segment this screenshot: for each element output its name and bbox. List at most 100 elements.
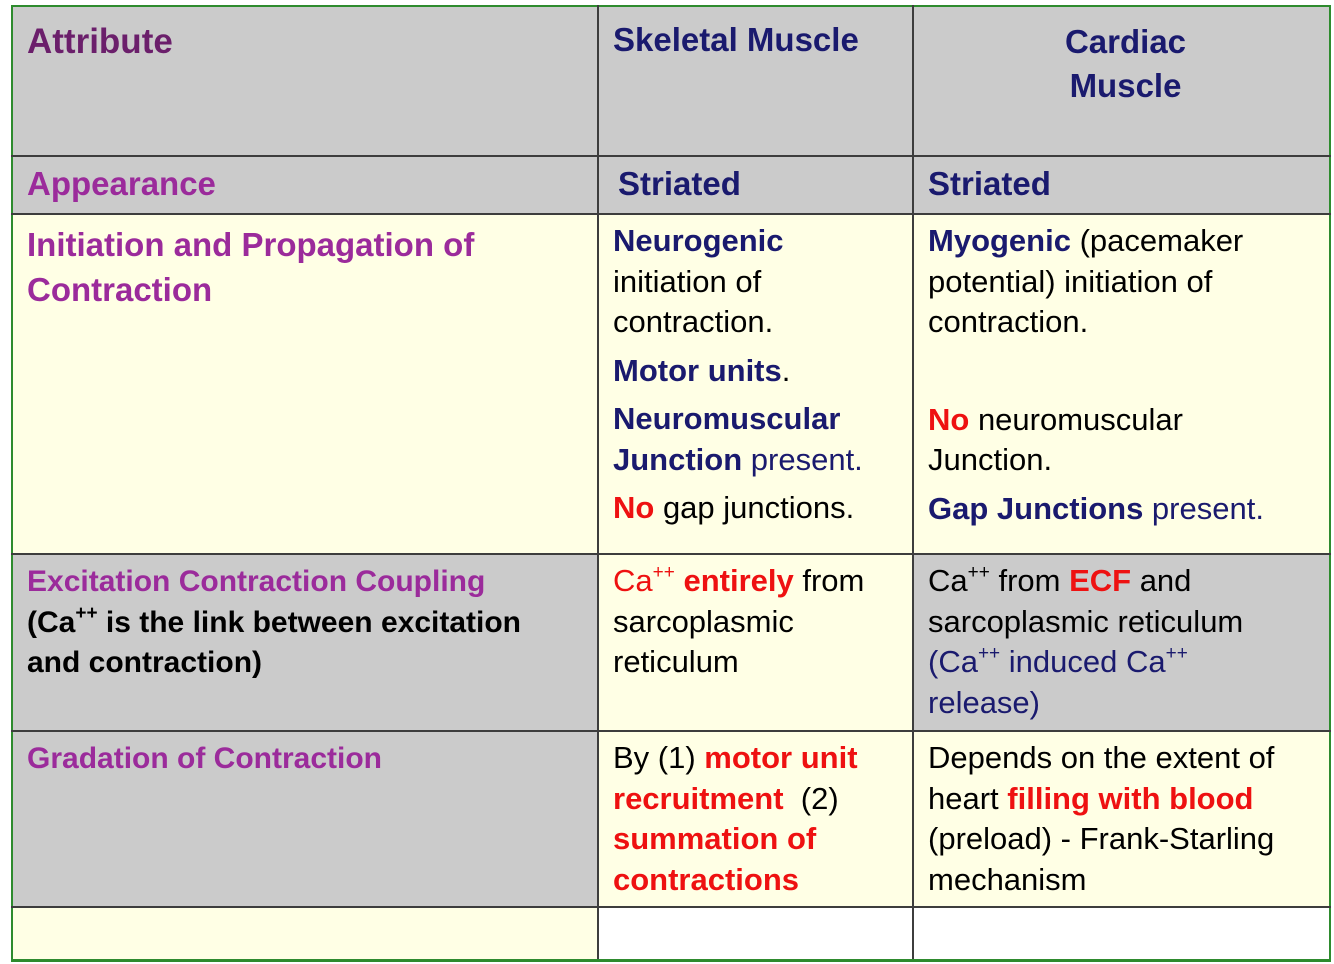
excitation-label-2b: is the link between excitation xyxy=(97,605,521,639)
cicr-a: (Ca xyxy=(928,644,978,679)
appearance-label: Appearance xyxy=(27,165,216,202)
header-attribute: Attribute xyxy=(27,22,173,61)
initiation-row: Initiation and Propagation of Contractio… xyxy=(11,213,1331,555)
header-attribute-cell: Attribute xyxy=(11,5,599,157)
header-row: Attribute Skeletal Muscle Cardiac Muscle xyxy=(11,5,1331,157)
excitation-label-line1: Excitation Contraction Coupling xyxy=(27,565,486,598)
nmj-term-line1: Neuromuscular xyxy=(613,401,841,436)
nmj-present: present. xyxy=(742,441,863,477)
header-cardiac-line1: Cardiac xyxy=(1064,23,1187,60)
gradation-summation: summation of xyxy=(613,821,817,856)
skeletal-no: No xyxy=(613,490,655,525)
empty-row xyxy=(11,906,1331,962)
gradation-label: Gradation of Contraction xyxy=(27,742,382,775)
skeletal-ca-line3: reticulum xyxy=(613,644,739,679)
motor-units-period: . xyxy=(781,352,791,388)
gradation-heart: heart xyxy=(928,780,1008,816)
empty-cell-cardiac xyxy=(912,906,1331,962)
neurogenic-term: Neurogenic xyxy=(613,223,784,258)
cardiac-and: and xyxy=(1131,563,1192,598)
cardiac-ca: Ca xyxy=(928,563,968,598)
appearance-label-cell: Appearance xyxy=(11,155,599,215)
skeletal-ca-line2: sarcoplasmic xyxy=(613,603,794,639)
cardiac-init-line2: potential) initiation of xyxy=(928,263,1213,299)
appearance-skeletal: Striated xyxy=(618,165,741,202)
initiation-label-line2: Contraction xyxy=(27,271,213,308)
initiation-label-cell: Initiation and Propagation of Contractio… xyxy=(11,213,599,555)
gradation-cardiac-line4: mechanism xyxy=(928,861,1087,897)
cardiac-nmj-line1: No neuromuscular xyxy=(928,400,1323,441)
cardiac-ca-line2: sarcoplasmic reticulum xyxy=(928,603,1244,639)
gradation-row: Gradation of Contraction By (1) motor un… xyxy=(11,730,1331,908)
appearance-row: Appearance Striated Striated xyxy=(11,155,1331,215)
skeletal-init-line1: initiation of xyxy=(613,263,762,299)
motor-units-term: Motor units xyxy=(613,352,782,388)
gradation-two: (2) xyxy=(783,780,839,816)
initiation-label-line1: Initiation and Propagation of xyxy=(27,226,475,263)
header-skeletal-cell: Skeletal Muscle xyxy=(597,5,914,157)
gradation-recruitment: recruitment xyxy=(613,780,784,816)
cicr-sup2: ++ xyxy=(1165,643,1188,664)
gradation-skeletal-cell: By (1) motor unit recruitment (2) summat… xyxy=(597,730,914,908)
skeletal-gap-text: gap junctions. xyxy=(654,490,855,525)
gradation-cardiac-line3: (preload) - Frank-Starling xyxy=(928,821,1275,856)
cardiac-gap-line: Gap Junctions present. xyxy=(928,489,1323,530)
gradation-filling: filling with blood xyxy=(1007,780,1254,816)
cardiac-gap-present: present. xyxy=(1143,490,1264,526)
nmj-line1: Neuromuscular xyxy=(613,399,906,440)
gradation-label-cell: Gradation of Contraction xyxy=(11,730,599,908)
excitation-label-line2: (Ca++ is the link between excitation xyxy=(27,603,591,644)
header-cardiac-cell: Cardiac Muscle xyxy=(912,5,1331,157)
appearance-cardiac: Striated xyxy=(928,165,1051,202)
appearance-skeletal-cell: Striated xyxy=(597,155,914,215)
cardiac-ca-line: Ca++ from ECF and xyxy=(928,561,1323,602)
excitation-label-line3: and contraction) xyxy=(27,646,263,679)
nmj-line2: Junction present. xyxy=(613,440,906,481)
excitation-row: Excitation Contraction Coupling (Ca++ is… xyxy=(11,553,1331,732)
cardiac-init-line3: contraction. xyxy=(928,304,1089,339)
skeletal-ca-line: Ca++ entirely from xyxy=(613,561,906,602)
cardiac-gap-term: Gap Junctions xyxy=(928,490,1144,526)
skeletal-ca: Ca xyxy=(613,563,653,598)
gradation-cardiac-line1: Depends on the extent of xyxy=(928,740,1275,775)
gradation-contractions: contractions xyxy=(613,861,800,897)
excitation-cardiac-cell: Ca++ from ECF and sarcoplasmic reticulum… xyxy=(912,553,1331,732)
gradation-by: By (1) xyxy=(613,740,705,775)
myogenic-term: Myogenic xyxy=(928,223,1071,258)
empty-cell-attribute xyxy=(11,906,599,962)
skeletal-entirely: entirely xyxy=(674,563,794,598)
header-cardiac-line2: Muscle xyxy=(1069,67,1182,104)
comparison-table: Attribute Skeletal Muscle Cardiac Muscle… xyxy=(11,5,1331,962)
cardiac-nmj-text: neuromuscular xyxy=(969,401,1183,437)
pacemaker-text: (pacemaker xyxy=(1070,223,1244,258)
initiation-cardiac-cell: Myogenic (pacemaker potential) initiatio… xyxy=(912,213,1331,555)
cicr-line: (Ca++ induced Ca++ xyxy=(928,642,1323,683)
cardiac-ecf: ECF xyxy=(1069,563,1132,598)
empty-cell-skeletal xyxy=(597,906,914,962)
header-skeletal: Skeletal Muscle xyxy=(613,21,859,58)
cardiac-ca-sup: ++ xyxy=(967,562,990,583)
excitation-label-2a: (Ca xyxy=(27,605,76,639)
motor-units-line: Motor units. xyxy=(613,351,906,392)
skeletal-ca-sup: ++ xyxy=(652,562,675,583)
excitation-label-sup: ++ xyxy=(75,602,98,624)
cardiac-no: No xyxy=(928,401,970,437)
cicr-b: induced Ca xyxy=(1000,644,1166,679)
excitation-label-cell: Excitation Contraction Coupling (Ca++ is… xyxy=(11,553,599,732)
cicr-sup1: ++ xyxy=(977,643,1001,664)
gradation-skeletal-line1: By (1) motor unit xyxy=(613,738,906,779)
gradation-cardiac-cell: Depends on the extent of heart filling w… xyxy=(912,730,1331,908)
cicr-release: release) xyxy=(928,684,1040,720)
myogenic-line: Myogenic (pacemaker xyxy=(928,221,1323,262)
appearance-cardiac-cell: Striated xyxy=(912,155,1331,215)
excitation-skeletal-cell: Ca++ entirely from sarcoplasmic reticulu… xyxy=(597,553,914,732)
gradation-motor-unit: motor unit xyxy=(704,740,858,775)
neurogenic-line: Neurogenic xyxy=(613,221,906,262)
skeletal-from: from xyxy=(793,563,865,598)
initiation-skeletal-cell: Neurogenic initiation of contraction. Mo… xyxy=(597,213,914,555)
nmj-term-line2: Junction xyxy=(613,441,743,477)
gradation-skeletal-line2: recruitment (2) xyxy=(613,779,906,820)
cardiac-from: from xyxy=(989,563,1070,598)
cardiac-nmj-line2: Junction. xyxy=(928,442,1053,477)
skeletal-gap-line: No gap junctions. xyxy=(613,488,906,529)
